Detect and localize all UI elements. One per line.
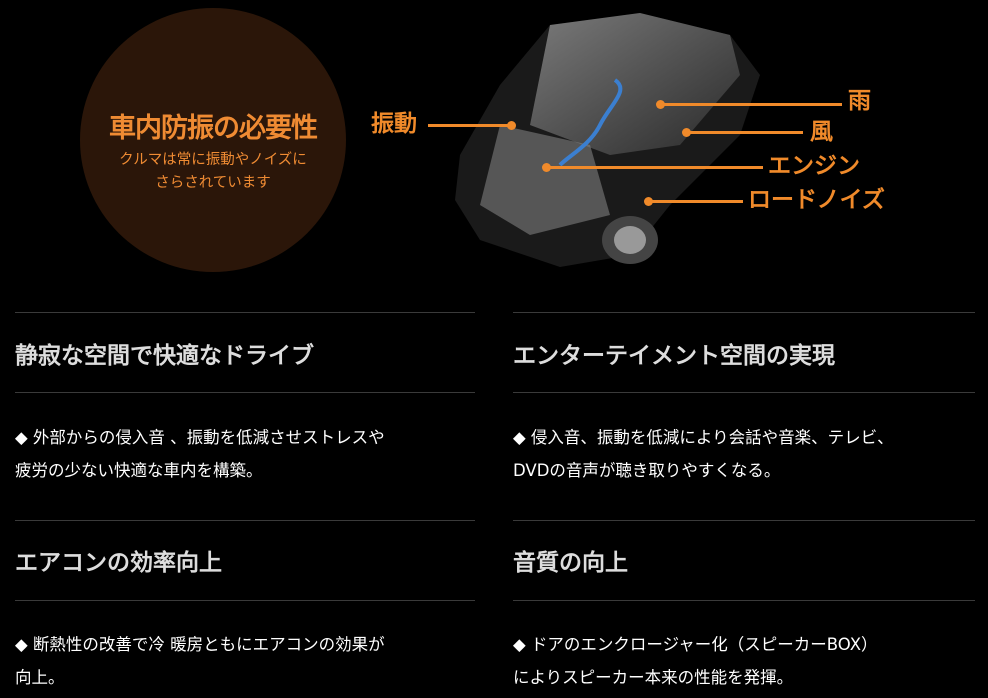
section-body: ◆ ドアのエンクロージャー化（スピーカーBOX） によりスピーカー本来の性能を発… [513, 628, 983, 694]
body-line: DVDの音声が聴き取りやすくなる。 [513, 461, 781, 480]
divider [513, 520, 975, 521]
pointer-line [662, 103, 842, 106]
label-engine: エンジン [768, 153, 860, 179]
pointer-dot [644, 197, 653, 206]
section-body: ◆ 断熱性の改善で冷 暖房ともにエアコンの効果が 向上。 [15, 628, 485, 694]
car-illustration [455, 13, 760, 267]
pointer-dot [682, 128, 691, 137]
pointer-line [688, 131, 803, 134]
pointer-dot [656, 100, 665, 109]
intro-circle: 車内防振の必要性 クルマは常に振動やノイズに さらされています [80, 8, 346, 272]
section-title: 音質の向上 [513, 550, 628, 576]
label-vibration: 振動 [371, 111, 417, 137]
divider [513, 392, 975, 393]
section-title: 静寂な空間で快適なドライブ [15, 343, 314, 369]
divider [15, 600, 475, 601]
label-road-noise: ロードノイズ [748, 187, 885, 213]
subtitle-line: さらされています [155, 175, 271, 191]
section-body: ◆ 外部からの侵入音 、振動を低減させストレスや 疲労の少ない快適な車内を構築。 [15, 421, 485, 487]
section-title: エンターテイメント空間の実現 [513, 343, 835, 369]
pointer-line [428, 124, 510, 127]
pointer-dot [507, 121, 516, 130]
body-line: 向上。 [15, 668, 65, 687]
section-body: ◆ 侵入音、振動を低減により会話や音楽、テレビ、 DVDの音声が聴き取りやすくな… [513, 421, 983, 487]
subtitle-line: クルマは常に振動やノイズに [119, 152, 307, 168]
divider [513, 312, 975, 313]
divider [513, 600, 975, 601]
divider [15, 392, 475, 393]
divider [15, 520, 475, 521]
label-rain: 雨 [848, 88, 871, 114]
pointer-line [650, 200, 743, 203]
body-line: ◆ 侵入音、振動を低減により会話や音楽、テレビ、 [513, 428, 894, 447]
body-line: 疲労の少ない快適な車内を構築。 [15, 461, 263, 480]
pointer-line [548, 166, 763, 169]
body-line: によりスピーカー本来の性能を発揮。 [513, 668, 794, 687]
body-line: ◆ 外部からの侵入音 、振動を低減させストレスや [15, 428, 385, 447]
body-line: ◆ 断熱性の改善で冷 暖房ともにエアコンの効果が [15, 635, 385, 654]
divider [15, 312, 475, 313]
intro-subtitle: クルマは常に振動やノイズに さらされています [80, 149, 346, 195]
body-line: ◆ ドアのエンクロージャー化（スピーカーBOX） [513, 635, 878, 654]
label-wind: 風 [810, 119, 833, 145]
intro-title: 車内防振の必要性 [109, 113, 318, 144]
pointer-dot [542, 163, 551, 172]
section-title: エアコンの効率向上 [15, 550, 222, 576]
